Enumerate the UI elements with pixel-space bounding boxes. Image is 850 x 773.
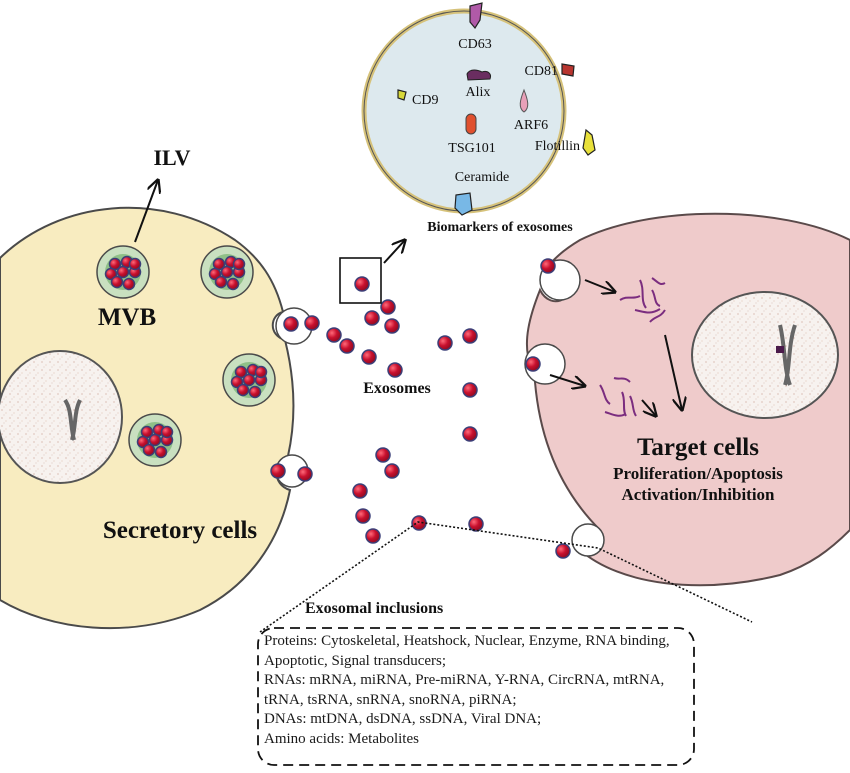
exosome-icon xyxy=(142,443,156,457)
biomarker-label: TSG101 xyxy=(448,141,495,156)
rna-fragments xyxy=(599,277,666,417)
cd9-marker-icon xyxy=(397,89,407,101)
target-nucleus xyxy=(691,291,839,419)
biomarker-exosome: CD63 CD81 Alix CD9 ARF6 TSG101 Flotillin… xyxy=(361,2,596,216)
alix-marker-icon xyxy=(466,69,491,81)
inclusion-line: DNAs: mtDNA, dsDNA, ssDNA, Viral DNA; xyxy=(264,711,542,728)
exosome-icon xyxy=(232,257,246,271)
exosome-icon xyxy=(304,315,320,331)
biomarker-label: CD63 xyxy=(458,37,491,52)
exosome-icon xyxy=(352,483,368,499)
exosome-icon xyxy=(411,515,427,531)
exosome-icon xyxy=(462,328,478,344)
biomarker-label: CD81 xyxy=(525,64,558,79)
exosome-icon xyxy=(248,385,262,399)
effect-arrow xyxy=(664,334,682,410)
exosome-icon xyxy=(462,382,478,398)
exosome-icon xyxy=(468,516,484,532)
exosome-icon xyxy=(384,318,400,334)
exosome-icon xyxy=(525,356,541,372)
mvb-icon xyxy=(128,413,182,467)
secretory-nucleus xyxy=(0,350,123,484)
biomarker-label: Ceramide xyxy=(455,170,509,185)
exosome-icon xyxy=(254,365,268,379)
zoom-box xyxy=(339,257,382,304)
uptake-arrow xyxy=(549,374,585,386)
biomarker-label: ARF6 xyxy=(514,118,548,133)
cd81-marker-icon xyxy=(561,63,575,77)
vesicle-bud xyxy=(571,523,605,557)
ilv-label: ILV xyxy=(153,145,190,170)
inclusion-line: RNAs: mRNA, miRNA, Pre-miRNA, Y-RNA, Cir… xyxy=(264,672,665,689)
exosome-icon xyxy=(116,265,130,279)
exosome-icon xyxy=(214,275,228,289)
zoom-arrow xyxy=(383,240,405,264)
biomarker-label: Alix xyxy=(466,85,491,100)
inclusion-line: Apoptotic, Signal transducers; xyxy=(264,652,447,669)
cd63-marker-icon xyxy=(469,2,483,30)
exosome-icon xyxy=(555,543,571,559)
exosome-icon xyxy=(270,463,286,479)
biomarker-label: Flotillin xyxy=(535,139,580,154)
target-cells-label: Target cells xyxy=(637,434,759,461)
exosome-icon xyxy=(283,316,299,332)
exosome-icon xyxy=(364,310,380,326)
secretory-cells-label: Secretory cells xyxy=(103,517,258,544)
inclusion-line: tRNA, tsRNA, snRNA, snoRNA, piRNA; xyxy=(264,691,517,708)
chromosome-icon xyxy=(63,398,82,441)
exosome-icon xyxy=(380,299,396,315)
exosome-icon xyxy=(297,466,313,482)
biomarkers-title: Biomarkers of exosomes xyxy=(427,220,573,235)
exosome-icon xyxy=(361,349,377,365)
target-effect-label: Activation/Inhibition xyxy=(621,485,775,504)
exosome-icon xyxy=(355,508,371,524)
mvb-icon xyxy=(222,353,276,407)
inclusions-title: Exosomal inclusions xyxy=(305,600,444,617)
exosome-icon xyxy=(326,327,342,343)
exosome-icon xyxy=(226,277,240,291)
ceramide-marker-icon xyxy=(454,192,473,216)
biomarker-label: CD9 xyxy=(412,93,438,108)
exosome-icon xyxy=(375,447,391,463)
exosomes-label: Exosomes xyxy=(363,380,431,397)
exosome-icon xyxy=(384,463,400,479)
exosome-icon xyxy=(437,335,453,351)
exosome-icon xyxy=(128,257,142,271)
exosome-icon xyxy=(387,362,403,378)
mvb-icon xyxy=(96,245,150,299)
vesicle-bud xyxy=(524,343,566,385)
mvb-label: MVB xyxy=(98,304,156,331)
flotillin-marker-icon xyxy=(582,128,596,156)
exosome-icon xyxy=(354,276,370,292)
exosome-icon xyxy=(462,426,478,442)
mvb-icon xyxy=(200,245,254,299)
exosome-icon xyxy=(122,277,136,291)
inclusion-line: Proteins: Cytoskeletal, Heatshock, Nucle… xyxy=(264,633,670,649)
exosome-icon xyxy=(242,373,256,387)
inclusions-list: Proteins: Cytoskeletal, Heatshock, Nucle… xyxy=(258,628,694,764)
chromosome-icon xyxy=(778,324,797,386)
uptake-arrow xyxy=(584,279,615,292)
exosome-icon xyxy=(540,258,556,274)
exosome-icon xyxy=(365,528,381,544)
exosome-icon xyxy=(148,433,162,447)
inclusion-line: Amino acids: Metabolites xyxy=(264,730,419,747)
target-effect-label: Proliferation/Apoptosis xyxy=(613,464,783,483)
inclusions-box-border xyxy=(257,627,695,766)
exosome-icon xyxy=(339,338,355,354)
exosome-icon xyxy=(236,383,250,397)
exosome-icon xyxy=(220,265,234,279)
effect-arrow xyxy=(641,399,656,416)
callout-line xyxy=(259,521,753,633)
exosome-icon xyxy=(160,425,174,439)
arf6-marker-icon xyxy=(519,88,529,113)
ilv-arrow xyxy=(134,180,158,243)
exosome-icon xyxy=(154,445,168,459)
tsg101-marker-icon xyxy=(465,113,477,135)
exosome-icon xyxy=(110,275,124,289)
